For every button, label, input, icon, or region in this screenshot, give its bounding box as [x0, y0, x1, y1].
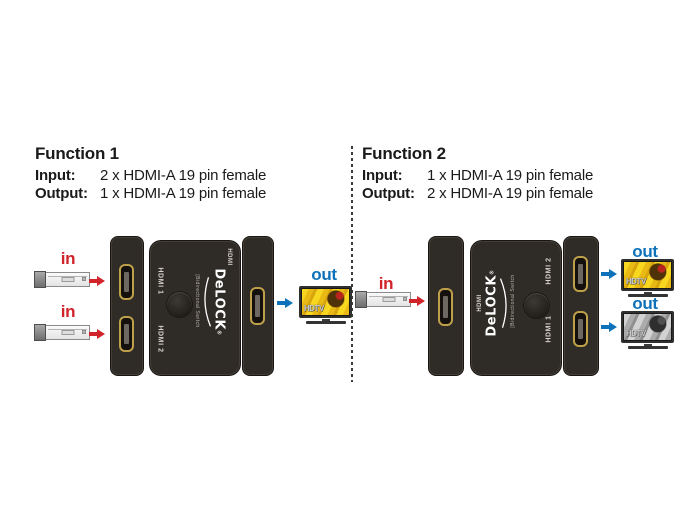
device-button	[403, 297, 407, 301]
switch-side-output-panel	[243, 237, 273, 375]
out-label: out	[632, 242, 658, 261]
hdmi2-port-label: HDMI 2	[156, 325, 164, 353]
bidirectional-switch-label: [Bidirectional Switch	[510, 274, 516, 328]
hdmi-port-icon	[119, 316, 134, 352]
function1-output-row: Output: 1 x HDMI-A 19 pin female	[35, 185, 266, 203]
registered-mark: ®	[215, 330, 222, 336]
switch-side-output-panel	[564, 237, 598, 375]
function2-spec-block: Function 2 Input: 1 x HDMI-A 19 pin fema…	[362, 144, 593, 203]
source-device-1	[34, 271, 90, 288]
switch-top-view: HDMI 1 HDMI 2 [Bidirectional Switch DeLO…	[150, 241, 240, 375]
tv-screen: HDTV	[302, 289, 349, 315]
registered-mark: ®	[489, 269, 496, 275]
in-label: in	[60, 249, 76, 268]
device-front	[46, 272, 90, 287]
hdmi-tag-label: HDMI	[226, 248, 232, 266]
hdtv-screen-label: HDTV	[304, 304, 324, 313]
panel-divider	[351, 146, 353, 382]
logo-swoosh-icon	[499, 278, 507, 329]
input-arrow-icon	[89, 275, 106, 287]
tv-frame: HDTV	[299, 286, 352, 318]
tv-stand	[321, 319, 330, 321]
out-label: out	[311, 265, 337, 284]
hdtv-screen-label: HDTV	[626, 329, 646, 338]
tv-base	[305, 321, 346, 324]
select-button	[167, 292, 192, 317]
input-arrow-icon	[89, 328, 106, 340]
input-label: Input:	[35, 167, 76, 184]
device-endcap	[355, 291, 367, 308]
hdmi-port-icon	[573, 311, 588, 347]
source-device-2	[34, 324, 90, 341]
tv-frame: HDTV	[621, 311, 674, 343]
device-endcap	[34, 324, 46, 341]
output-label: Output:	[35, 185, 88, 202]
output-arrow-icon	[277, 297, 294, 309]
tv-screen: HDTV	[624, 314, 671, 340]
device-button	[82, 330, 86, 334]
logo-swoosh-icon	[204, 276, 212, 327]
tv-screen: HDTV	[624, 262, 671, 288]
input-value: 2 x HDMI-A 19 pin female	[100, 167, 267, 184]
device-display	[61, 277, 74, 282]
in-label: in	[378, 274, 394, 293]
brand-text: DeLOCK®	[211, 268, 227, 336]
output-arrow-icon	[601, 321, 618, 333]
hdmi2-port-label: HDMI 2	[545, 257, 553, 285]
device-display	[382, 297, 395, 302]
device-front	[46, 325, 90, 340]
tv-frame: HDTV	[621, 259, 674, 291]
tv-stand	[643, 344, 652, 346]
disc-slot	[48, 329, 87, 330]
output-value: 2 x HDMI-A 19 pin female	[427, 185, 594, 202]
output-label: Output:	[362, 185, 415, 202]
input-arrow-icon	[409, 295, 426, 307]
output-value: 1 x HDMI-A 19 pin female	[100, 185, 267, 202]
hdmi-port-icon	[119, 264, 134, 300]
switch-side-input-panel	[429, 237, 463, 375]
tv-base	[627, 294, 668, 297]
hdmi-port-icon	[438, 288, 453, 326]
device-button	[82, 277, 86, 281]
function1-title: Function 1	[35, 144, 119, 163]
hdtv-monitor-color: HDTV	[621, 259, 674, 297]
source-device	[355, 291, 411, 308]
input-value: 1 x HDMI-A 19 pin female	[427, 167, 594, 184]
device-endcap	[34, 271, 46, 288]
switch-top-view: HDMI DeLOCK® [Bidirectional Switch HDMI …	[471, 241, 561, 375]
delock-logo: DeLOCK®	[204, 268, 227, 336]
function2-title: Function 2	[362, 144, 446, 163]
function1-input-row: Input: 2 x HDMI-A 19 pin female	[35, 167, 266, 185]
switch-side-input-panel	[111, 237, 143, 375]
input-label: Input:	[362, 167, 403, 184]
tv-stand	[643, 292, 652, 294]
tv-base	[627, 346, 668, 349]
disc-slot	[48, 276, 87, 277]
delock-logo: DeLOCK®	[484, 269, 508, 337]
bidirectional-switch-label: [Bidirectional Switch	[194, 274, 200, 328]
hdtv-monitor-grayscale: HDTV	[621, 311, 674, 349]
hdmi1-port-label: HDMI 1	[156, 267, 164, 295]
hdmi-port-icon	[573, 256, 588, 292]
hdmi-tag-label: HDMI	[477, 294, 483, 312]
select-button	[524, 293, 549, 318]
hdmi1-port-label: HDMI 1	[545, 315, 553, 343]
function1-spec-block: Function 1 Input: 2 x HDMI-A 19 pin fema…	[35, 144, 266, 203]
function2-input-row: Input: 1 x HDMI-A 19 pin female	[362, 167, 593, 185]
output-arrow-icon	[601, 268, 618, 280]
function2-output-row: Output: 2 x HDMI-A 19 pin female	[362, 185, 593, 203]
hdtv-monitor: HDTV	[299, 286, 352, 324]
brand-text: DeLOCK®	[484, 269, 500, 337]
out-label: out	[632, 294, 658, 313]
hdtv-screen-label: HDTV	[626, 277, 646, 286]
device-display	[61, 330, 74, 335]
hdmi-port-icon	[250, 287, 265, 325]
in-label: in	[60, 302, 76, 321]
device-front	[367, 292, 411, 307]
disc-slot	[369, 296, 408, 297]
